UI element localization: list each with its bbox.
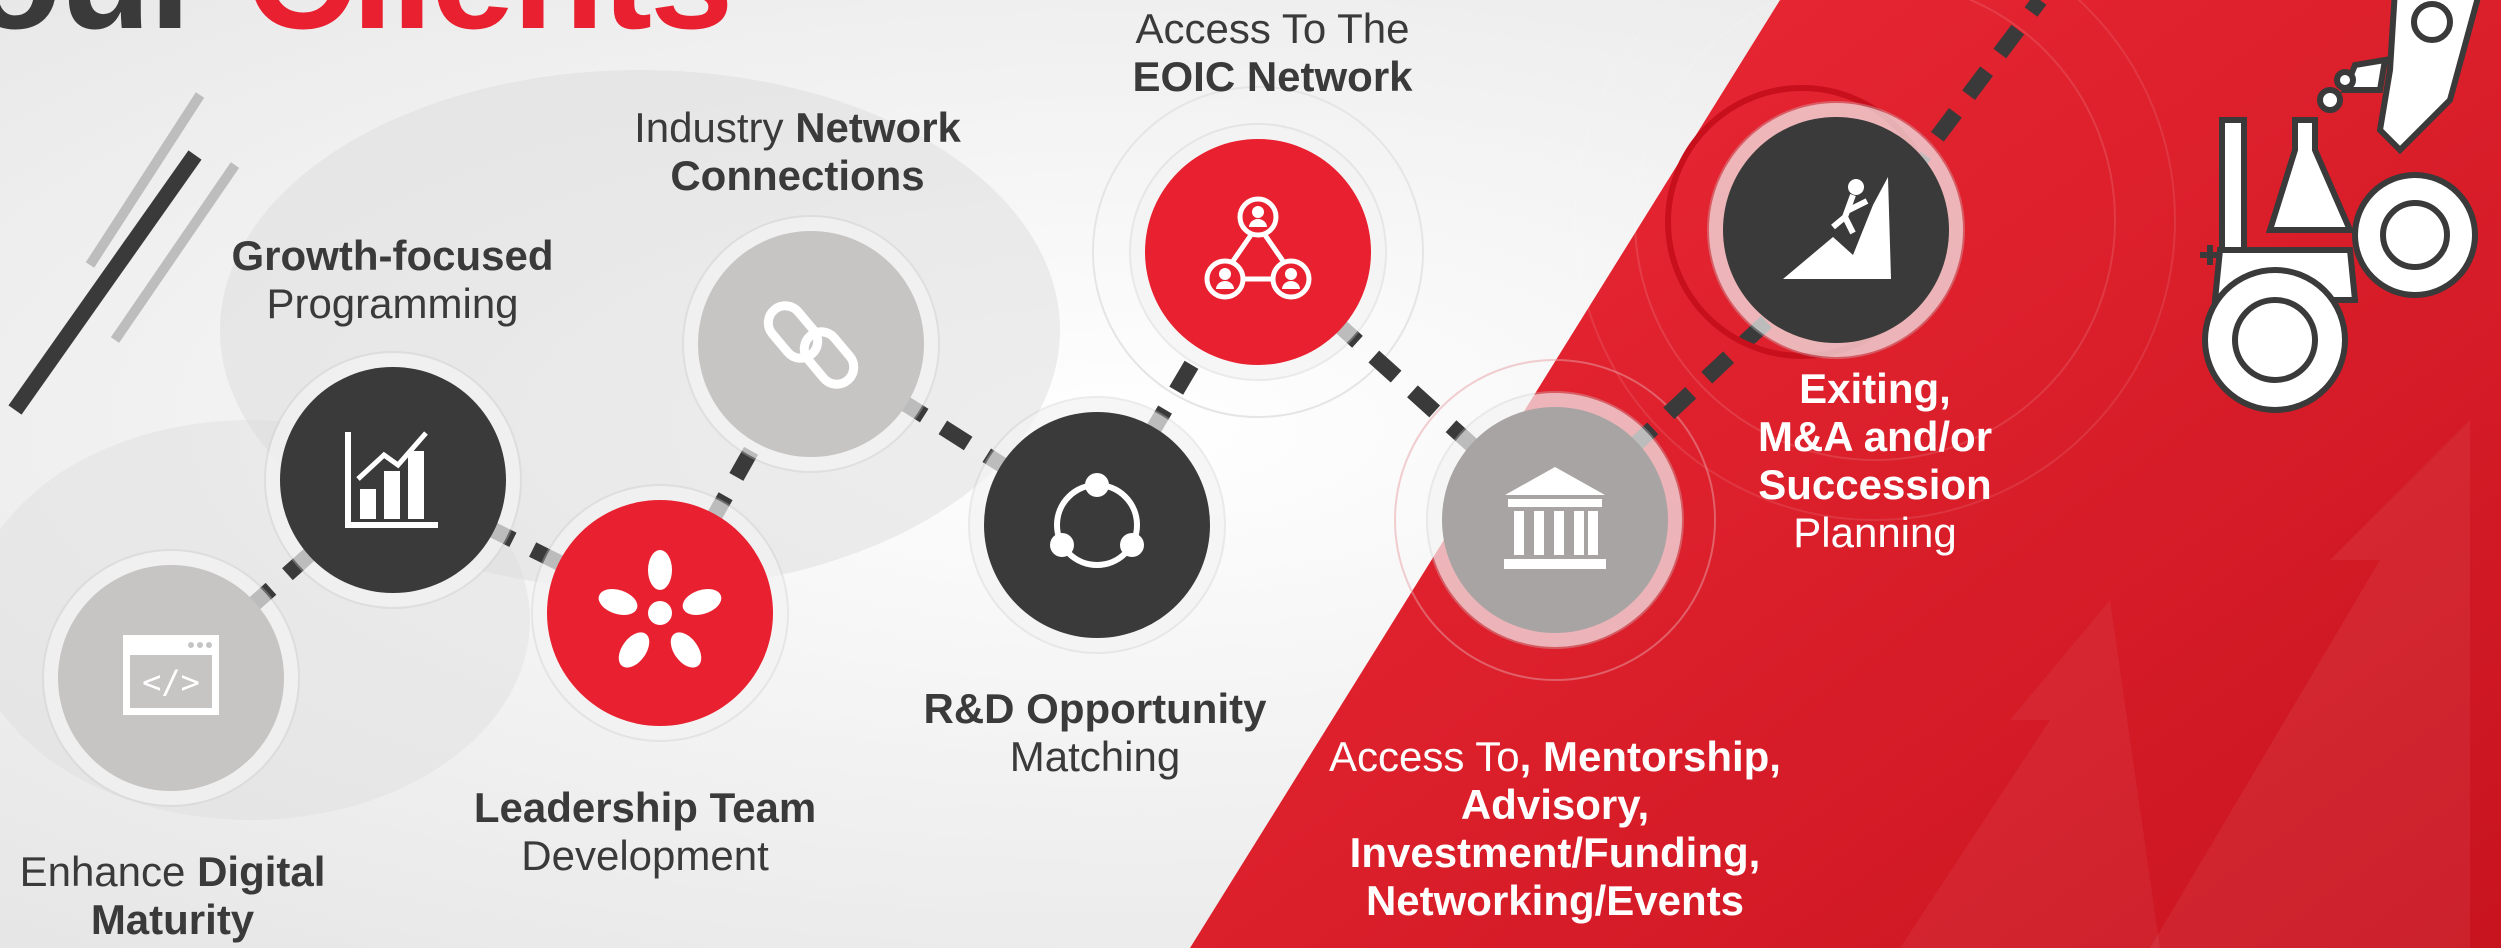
label-text: Enhance [19,848,198,895]
step-label-eoic: Access To The EOIC Network [1105,5,1440,101]
step-node-eoic [1145,139,1371,365]
glow-ring [1574,0,2176,521]
step-label-mentorship: Access To, Mentorship, Advisory, Investm… [1320,733,1790,925]
label-text: Access To The [1135,5,1410,52]
label-text: Development [521,832,769,879]
label-text: Matching [1009,733,1181,780]
step-node-digital-maturity: </> [58,565,284,791]
step-node-growth [280,367,506,593]
step-node-mentorship [1442,407,1668,633]
decor-stroke [8,150,202,415]
rocket-icon [2340,0,2481,155]
label-text: Programming [266,280,519,327]
step-node-network [698,231,924,457]
step-label-exiting: Exiting, M&A and/or Succession Planning [1750,365,2000,557]
step-label-growth: Growth-focused Programming [200,232,585,328]
label-bold: Digital Maturity [90,848,326,943]
climber-summit-icon [1783,177,1891,279]
bar-chart-icon [345,431,438,528]
label-bold: Exiting, M&A and/or Succession [1757,365,1993,508]
code-window-icon: </> [123,635,219,715]
connector [1868,0,2047,225]
label-text: Industry [634,104,796,151]
network-people-icon [1204,196,1312,300]
teamwork-hands-icon [598,550,722,668]
label-bold: R&D Opportunity [923,685,1267,732]
title-word-accent: Clients [245,0,733,60]
decor-icons [2200,0,2481,413]
step-label-network: Industry Network Connections [600,104,995,200]
svg-text:</>: </> [142,663,200,701]
page-title: our Clients [0,0,733,63]
label-text: Planning [1793,509,1957,556]
gears-icon [2202,172,2478,413]
label-bold: Leadership Team [473,784,817,831]
background-arrow [1900,600,2160,948]
step-label-digital-maturity: Enhance Digital Maturity [0,848,345,944]
chain-link-icon [763,301,859,389]
decor-stroke [110,162,240,343]
glow-ring [1394,359,1716,681]
label-bold: Network Connections [670,104,961,199]
red-panel [1190,0,2501,948]
label-text: Access To [1329,733,1520,780]
step-node-rnd [984,412,1210,638]
decor-stroke [85,92,205,268]
glow-ring [1634,0,2116,461]
step-label-rnd: R&D Opportunity Matching [905,685,1285,781]
share-nodes-icon [1050,473,1144,568]
label-bold: , Mentorship, Advisory, Investment/Fundi… [1349,733,1781,924]
glow-ring [1092,86,1424,418]
step-label-leadership: Leadership Team Development [445,784,845,880]
title-word: our [0,0,208,60]
label-bold: EOIC Network [1132,53,1413,100]
label-bold: Growth-focused [231,232,554,279]
background-arrow [2150,420,2470,948]
institution-building-icon [1504,467,1606,569]
step-node-leadership [547,500,773,726]
step-node-exiting [1723,117,1949,343]
lab-flasks-icon [2200,69,2359,303]
